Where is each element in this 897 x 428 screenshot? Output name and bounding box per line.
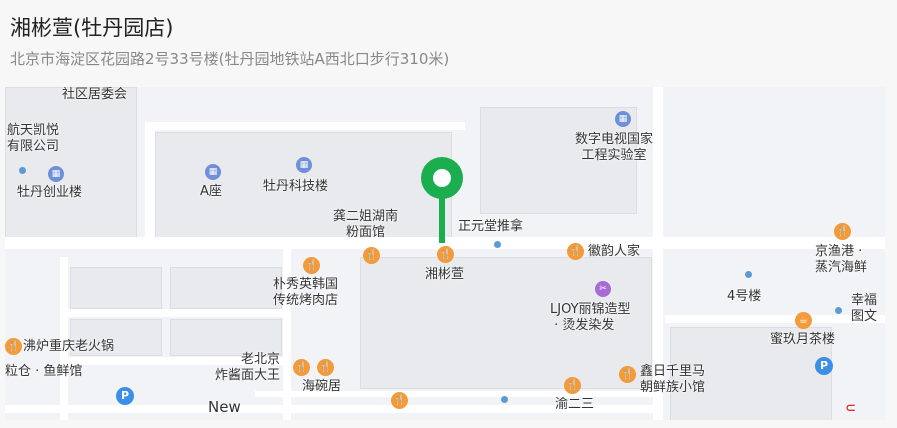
- restaurant-icon[interactable]: 🍴: [293, 359, 310, 376]
- road: [145, 122, 155, 247]
- map-label: A座: [200, 184, 222, 199]
- map-label: LJOY丽锦造型 · 烫发染发: [550, 302, 631, 333]
- map-view[interactable]: 社区居委会 航天凯悦 有限公司 ▦ 牡丹创业楼 ▦ A座 ▦ 牡丹科技楼 ▦ 数…: [5, 87, 885, 420]
- map-label: 数字电视国家 工程实验室: [575, 132, 654, 163]
- teahouse-icon[interactable]: ☕: [795, 312, 812, 329]
- map-block: [5, 87, 137, 239]
- map-label: 老北京 炸酱面大王: [215, 352, 281, 383]
- map-label: 社区居委会: [62, 87, 128, 102]
- poi-dot-icon: [501, 396, 508, 403]
- map-label: 海碗居: [302, 379, 342, 394]
- road: [665, 315, 885, 323]
- map-block: [670, 327, 832, 420]
- building-icon: ▦: [296, 157, 312, 173]
- building-icon: ▦: [615, 111, 631, 127]
- map-label: 幸福 图文: [851, 293, 878, 324]
- road: [653, 87, 663, 420]
- restaurant-icon[interactable]: 🍴: [317, 359, 334, 376]
- building-icon: ▦: [48, 166, 64, 182]
- location-pin-icon[interactable]: [417, 153, 467, 245]
- place-address: 北京市海淀区花园路2号33号楼(牡丹园地铁站A西北口步行310米): [10, 50, 450, 68]
- restaurant-icon[interactable]: 🍴: [619, 366, 636, 383]
- map-label: 航天凯悦 有限公司: [7, 123, 60, 154]
- map-block: [70, 319, 162, 356]
- map-label: 京渔港 · 蒸汽海鲜: [815, 244, 868, 275]
- restaurant-icon[interactable]: 🍴: [834, 223, 851, 240]
- map-label: 渝二三: [555, 397, 595, 412]
- restaurant-icon[interactable]: 🍴: [303, 257, 320, 274]
- map-label: 4号楼: [727, 289, 762, 304]
- bank-icon: ⊂: [845, 401, 856, 416]
- restaurant-icon[interactable]: 🍴: [567, 243, 584, 260]
- place-title: 湘彬萱(牡丹园店): [10, 16, 174, 40]
- road: [255, 391, 655, 397]
- poi-dot-icon: [745, 271, 752, 278]
- restaurant-icon[interactable]: 🍴: [391, 392, 408, 409]
- restaurant-icon[interactable]: 🍴: [564, 377, 581, 394]
- map-label: 蜜玖月茶楼: [770, 332, 836, 347]
- building-icon: ▦: [205, 164, 221, 180]
- map-label: 正元堂推拿: [458, 219, 524, 234]
- map-block: [360, 257, 652, 389]
- road: [60, 309, 285, 317]
- poi-dot-icon: [19, 167, 26, 174]
- parking-icon[interactable]: P: [815, 357, 833, 375]
- map-label: 鑫日千里马 朝鲜族小馆: [640, 364, 706, 395]
- restaurant-icon[interactable]: 🍴: [437, 246, 454, 263]
- map-label: New: [208, 398, 241, 416]
- restaurant-icon[interactable]: 🍴: [363, 247, 380, 264]
- road: [60, 257, 68, 420]
- map-label: 牡丹创业楼: [17, 185, 83, 200]
- map-label: 粒仓 · 鱼鲜馆: [5, 364, 83, 379]
- map-label: 徽韵人家: [588, 244, 641, 259]
- map-label: 龚二姐湖南 粉面馆: [333, 209, 399, 240]
- map-label: 沸炉重庆老火锅: [23, 339, 115, 354]
- parking-icon[interactable]: P: [116, 387, 134, 405]
- road: [60, 357, 285, 365]
- map-label-xiangbinxuan[interactable]: 湘彬萱: [425, 267, 465, 282]
- poi-dot-icon: [494, 241, 501, 248]
- road: [5, 405, 655, 413]
- map-block: [170, 319, 282, 356]
- road: [283, 247, 291, 420]
- restaurant-icon[interactable]: 🍴: [5, 338, 22, 355]
- map-block: [155, 132, 452, 244]
- map-label: 牡丹科技楼: [263, 179, 329, 194]
- map-label: 朴秀英韩国 传统烤肉店: [273, 277, 339, 308]
- map-block: [480, 107, 637, 214]
- poi-dot-icon: [835, 307, 842, 314]
- map-block: [170, 267, 282, 309]
- map-block: [70, 267, 162, 309]
- road: [145, 122, 465, 130]
- scissors-icon: ✂: [595, 281, 611, 297]
